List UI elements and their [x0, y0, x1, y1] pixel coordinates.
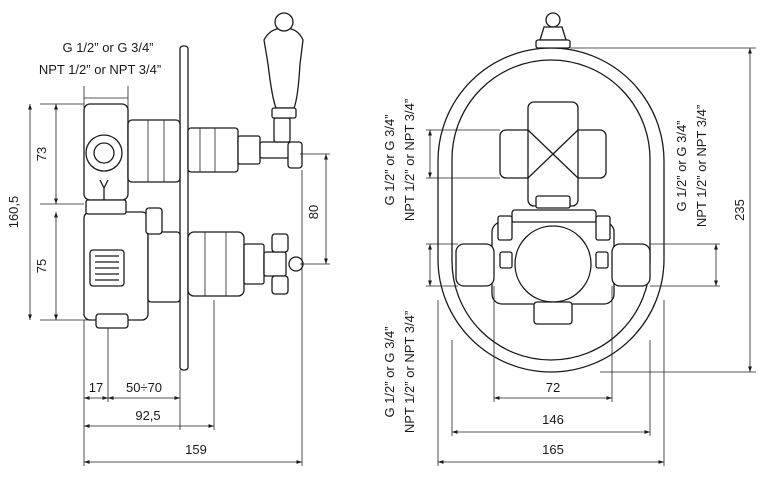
- dim-72: 72: [546, 380, 560, 395]
- thread-right-1: G 1/2” or G 3/4”: [674, 120, 689, 211]
- wall-plate: [179, 45, 189, 371]
- dim-160-5: 160,5: [6, 196, 21, 229]
- thread-top-1: G 1/2” or G 3/4”: [382, 114, 397, 205]
- front-view: G 1/2” or G 3/4” NPT 1/2” or NPT 3/4” G …: [382, 12, 756, 466]
- dim-80: 80: [306, 205, 321, 219]
- lever-handle: [187, 12, 304, 173]
- side-view-dimensions: G 1/2” or G 3/4” NPT 1/2” or NPT 3/4” 73…: [6, 40, 330, 466]
- dim-73: 73: [34, 147, 49, 161]
- upper-valve-body: [83, 103, 181, 201]
- side-view: G 1/2” or G 3/4” NPT 1/2” or NPT 3/4” 73…: [6, 12, 330, 466]
- lower-mixing-body: [455, 209, 651, 325]
- thread-top-2: NPT 1/2” or NPT 3/4”: [402, 99, 417, 221]
- dim-159: 159: [185, 442, 207, 457]
- thread-label-side-2: NPT 1/2” or NPT 3/4”: [39, 62, 161, 77]
- dim-17: 17: [89, 380, 103, 395]
- dim-50-70: 50÷70: [126, 380, 162, 395]
- top-knob: [535, 12, 571, 49]
- dim-75: 75: [34, 259, 49, 273]
- thread-label-side-1: G 1/2” or G 3/4”: [62, 40, 153, 55]
- front-view-dimensions: G 1/2” or G 3/4” NPT 1/2” or NPT 3/4” G …: [382, 47, 756, 466]
- cross-handle: [187, 231, 304, 297]
- dim-146: 146: [542, 412, 564, 427]
- lower-valve-body: [83, 199, 181, 329]
- thread-bottom-2: NPT 1/2” or NPT 3/4”: [402, 311, 417, 433]
- dim-165: 165: [542, 442, 564, 457]
- upper-cross-fitting: [499, 101, 607, 209]
- dim-92-5: 92,5: [135, 408, 160, 423]
- dim-235: 235: [732, 199, 747, 221]
- thread-bottom-1: G 1/2” or G 3/4”: [382, 326, 397, 417]
- thread-right-2: NPT 1/2” or NPT 3/4”: [694, 105, 709, 227]
